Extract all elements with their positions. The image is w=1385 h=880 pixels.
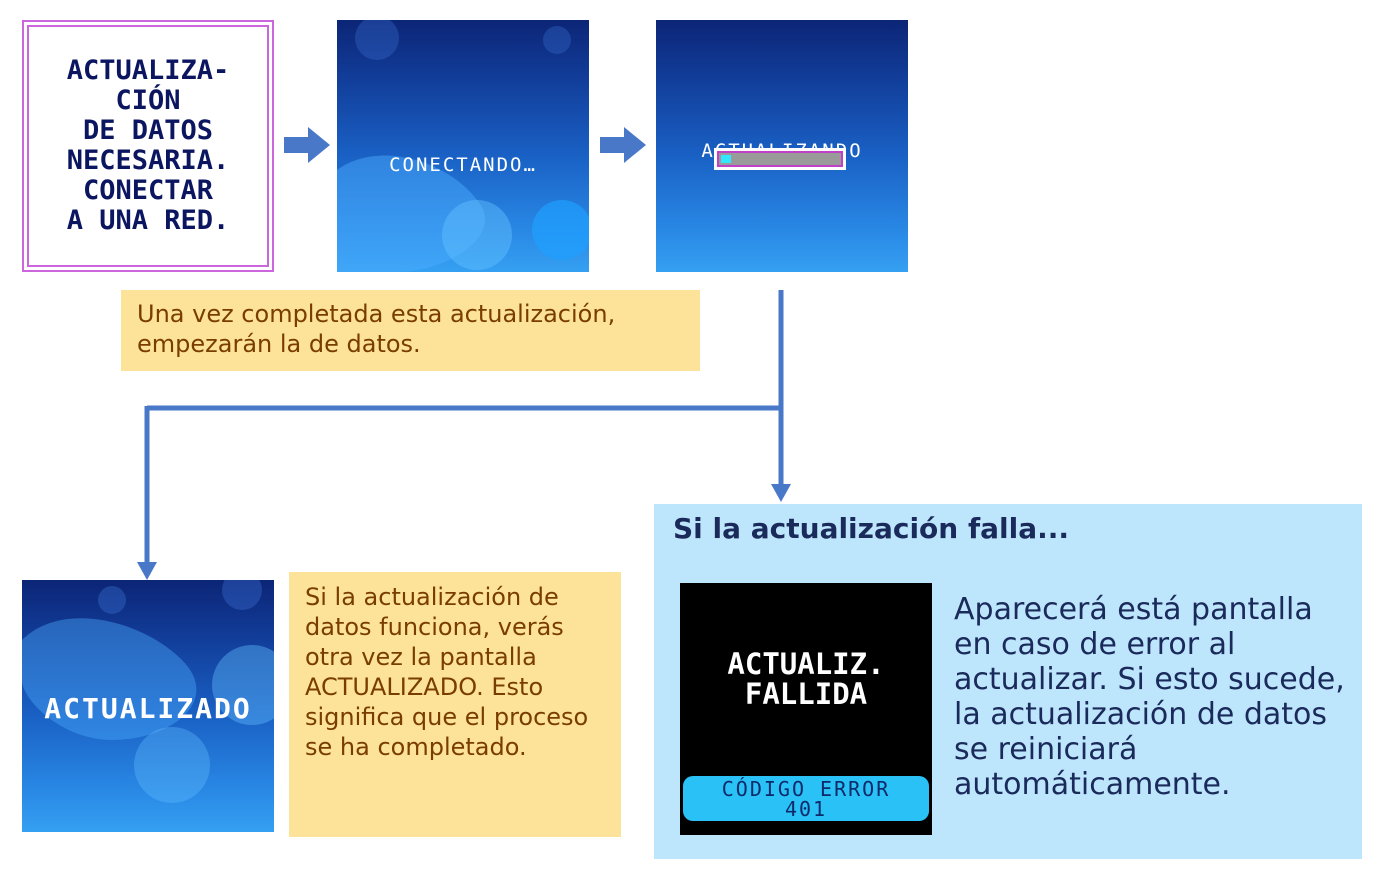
failure-description: Aparecerá está pantalla en caso de error… — [954, 592, 1345, 802]
screen-border — [27, 25, 269, 267]
bubbles-background — [337, 20, 589, 272]
updated-label: ACTUALIZADO — [44, 692, 252, 725]
error-code-box: CÓDIGO ERROR 401 — [683, 776, 929, 821]
update-note: Una vez completada esta actualización, e… — [121, 290, 700, 371]
updated-screen: ACTUALIZADO — [22, 580, 274, 832]
updating-screen: ACTUALIZANDO — [656, 20, 908, 272]
connecting-label: CONECTANDO… — [389, 154, 537, 176]
arrow-right-icon — [600, 127, 646, 163]
arrow-down-icon — [771, 484, 791, 502]
progress-fill — [721, 155, 731, 163]
branch-connector — [144, 290, 784, 566]
error-code-value: 401 — [784, 797, 828, 821]
progress-track — [717, 151, 843, 167]
bubbles-background — [22, 580, 274, 803]
progress-bar — [714, 148, 846, 170]
arrow-right-icon — [284, 127, 330, 163]
failure-panel: Si la actualización falla... ACTUALIZ. F… — [654, 504, 1362, 859]
update-failed-message: ACTUALIZ. FALLIDA — [727, 647, 885, 711]
arrow-down-icon — [137, 562, 157, 580]
failure-title: Si la actualización falla... — [673, 512, 1070, 545]
connecting-screen: CONECTANDO… — [337, 20, 589, 272]
update-required-screen: ACTUALIZA- CIÓN DE DATOS NECESARIA. CONE… — [22, 20, 274, 272]
success-note: Si la actualización de datos funciona, v… — [289, 572, 621, 837]
update-failed-screen: ACTUALIZ. FALLIDA CÓDIGO ERROR 401 — [680, 583, 932, 835]
update-required-message: ACTUALIZA- CIÓN DE DATOS NECESARIA. CONE… — [66, 55, 230, 236]
error-code-label: CÓDIGO ERROR — [721, 777, 891, 801]
